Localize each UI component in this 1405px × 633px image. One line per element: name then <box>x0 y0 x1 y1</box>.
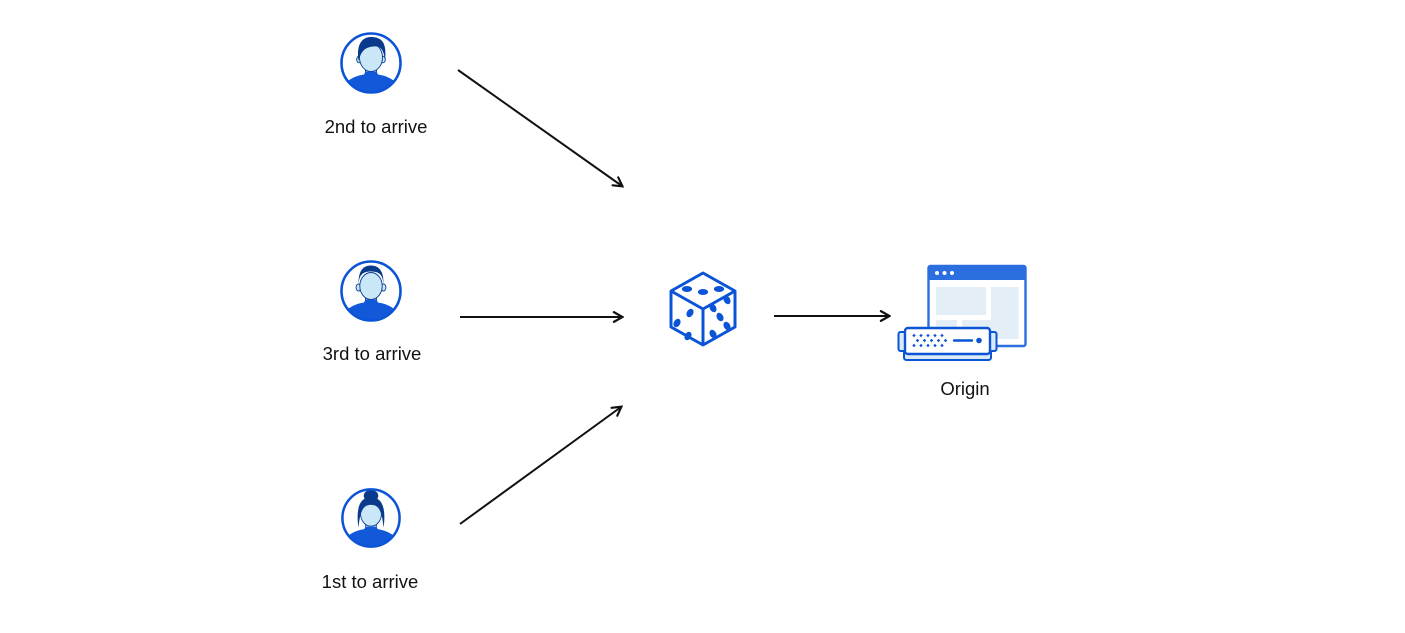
avatar-woman-bun-icon <box>340 487 402 549</box>
origin-server-icon <box>895 262 1030 365</box>
user-label-second: 2nd to arrive <box>324 116 428 137</box>
avatar-man-crewcut-icon <box>339 259 403 323</box>
dice-icon <box>668 271 738 349</box>
origin-label: Origin <box>940 378 990 399</box>
arrow-user-bottom-to-dice <box>459 407 621 525</box>
avatar-man-pompadour-icon <box>339 31 403 95</box>
arrow-user-top-to-dice <box>457 69 622 186</box>
user-label-third: 3rd to arrive <box>322 343 422 364</box>
user-label-first: 1st to arrive <box>321 571 419 592</box>
